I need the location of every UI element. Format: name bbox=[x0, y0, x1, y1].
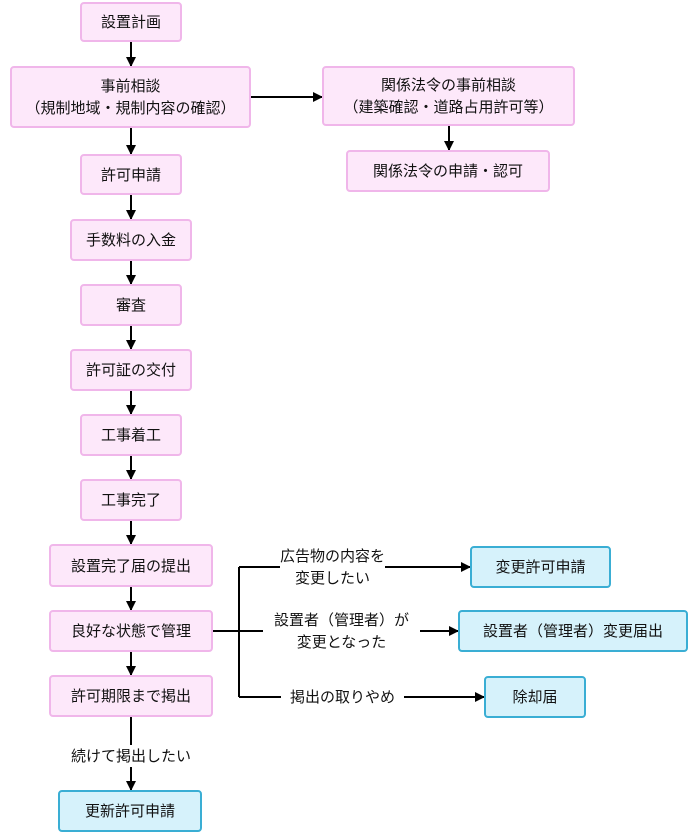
construction-start-box: 工事着工 bbox=[80, 414, 182, 456]
removal-report-box: 除却届 bbox=[484, 676, 586, 718]
construction-done-box: 工事完了 bbox=[80, 479, 182, 521]
related-consult-line1: 関係法令の事前相談 bbox=[380, 76, 516, 94]
permit-apply-label: 許可申請 bbox=[100, 165, 161, 184]
planning-label: 設置計画 bbox=[100, 13, 161, 31]
condition-continue: 続けて掲出したい bbox=[58, 745, 204, 767]
fee-label: 手数料の入金 bbox=[85, 231, 176, 249]
condition-content-change-line2: 変更したい bbox=[294, 569, 370, 587]
change-apply-box: 変更許可申請 bbox=[470, 546, 611, 588]
related-consult-line2: （建築確認・道路占用許可等） bbox=[343, 98, 554, 116]
condition-owner-change-line2: 変更となった bbox=[296, 633, 387, 651]
change-apply-label: 変更許可申請 bbox=[495, 558, 586, 576]
removal-report-label: 除却届 bbox=[512, 688, 558, 706]
post-until-expiry-label: 許可期限まで掲出 bbox=[70, 687, 191, 705]
fee-box: 手数料の入金 bbox=[70, 219, 192, 261]
condition-content-change: 広告物の内容を 変更したい bbox=[280, 545, 385, 589]
construction-start-label: 工事着工 bbox=[100, 426, 161, 444]
condition-continue-label: 続けて掲出したい bbox=[70, 747, 191, 765]
renewal-box: 更新許可申請 bbox=[58, 790, 202, 832]
completion-report-box: 設置完了届の提出 bbox=[49, 544, 213, 587]
condition-removal-label: 掲出の取りやめ bbox=[289, 688, 395, 706]
completion-report-label: 設置完了届の提出 bbox=[70, 556, 191, 575]
renewal-label: 更新許可申請 bbox=[84, 802, 175, 820]
review-label: 審査 bbox=[115, 296, 146, 314]
post-until-expiry-box: 許可期限まで掲出 bbox=[49, 675, 213, 717]
related-apply-box: 関係法令の申請・認可 bbox=[346, 150, 550, 192]
planning-box: 設置計画 bbox=[80, 2, 182, 42]
review-box: 審査 bbox=[80, 284, 182, 326]
pre-consult-line2: （規制地域・規制内容の確認） bbox=[25, 99, 236, 117]
related-apply-label: 関係法令の申請・認可 bbox=[372, 162, 523, 180]
maintenance-label: 良好な状態で管理 bbox=[70, 622, 191, 640]
condition-content-change-line1: 広告物の内容を bbox=[280, 547, 386, 565]
condition-removal: 掲出の取りやめ bbox=[281, 686, 404, 708]
condition-owner-change-line1: 設置者（管理者）が bbox=[273, 611, 409, 629]
construction-done-label: 工事完了 bbox=[100, 491, 161, 509]
maintenance-box: 良好な状態で管理 bbox=[49, 610, 213, 652]
owner-change-report-label: 設置者（管理者）変更届出 bbox=[482, 622, 663, 640]
condition-owner-change: 設置者（管理者）が 変更となった bbox=[263, 609, 420, 653]
pre-consult-line1: 事前相談 bbox=[100, 77, 161, 95]
pre-consult-box: 事前相談 （規制地域・規制内容の確認） bbox=[10, 66, 251, 128]
related-consult-box: 関係法令の事前相談 （建築確認・道路占用許可等） bbox=[322, 66, 575, 126]
permit-apply-box: 許可申請 bbox=[80, 154, 182, 195]
permit-issue-label: 許可証の交付 bbox=[85, 361, 176, 379]
permit-issue-box: 許可証の交付 bbox=[70, 349, 192, 391]
owner-change-report-box: 設置者（管理者）変更届出 bbox=[458, 610, 688, 652]
